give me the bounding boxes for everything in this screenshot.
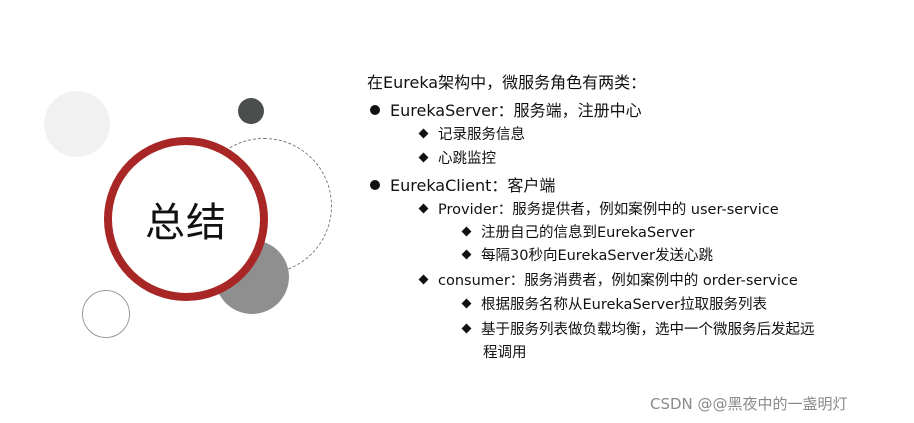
- diamond-bullet-icon: [418, 274, 429, 285]
- decorative-circle-outline: [82, 290, 130, 338]
- diamond-bullet-icon: [461, 323, 472, 334]
- list-item: EurekaServer：服务端，注册中心: [370, 101, 642, 121]
- list-item: 心跳监控: [418, 149, 496, 169]
- summary-title: 总结: [145, 200, 227, 246]
- watermark: CSDN @@黑夜中的一盏明灯: [650, 395, 848, 413]
- diamond-bullet-icon: [461, 249, 472, 260]
- diamond-bullet-icon: [418, 128, 429, 139]
- intro-text: 在Eureka架构中，微服务角色有两类：: [367, 73, 647, 92]
- list-item: Provider：服务提供者，例如案例中的 user-service: [418, 200, 779, 220]
- bullet-icon: [370, 180, 380, 190]
- list-item: 根据服务名称从EurekaServer拉取服务列表: [461, 295, 767, 315]
- list-item: 注册自己的信息到EurekaServer: [461, 223, 695, 243]
- diamond-bullet-icon: [418, 152, 429, 163]
- diamond-bullet-icon: [461, 298, 472, 309]
- list-item: 记录服务信息: [418, 125, 525, 145]
- decorative-circle-dark: [238, 98, 264, 124]
- list-item: 基于服务列表做负载均衡，选中一个微服务后发起远: [461, 320, 815, 340]
- bullet-icon: [370, 105, 380, 115]
- list-item: 每隔30秒向EurekaServer发送心跳: [461, 246, 713, 266]
- list-item: EurekaClient：客户端: [370, 176, 555, 196]
- list-item-continuation: 程调用: [483, 345, 527, 361]
- diamond-bullet-icon: [461, 226, 472, 237]
- diamond-bullet-icon: [418, 203, 429, 214]
- decorative-circle-light: [44, 91, 110, 157]
- summary-badge: 总结: [104, 137, 268, 301]
- list-item: consumer：服务消费者，例如案例中的 order-service: [418, 271, 798, 291]
